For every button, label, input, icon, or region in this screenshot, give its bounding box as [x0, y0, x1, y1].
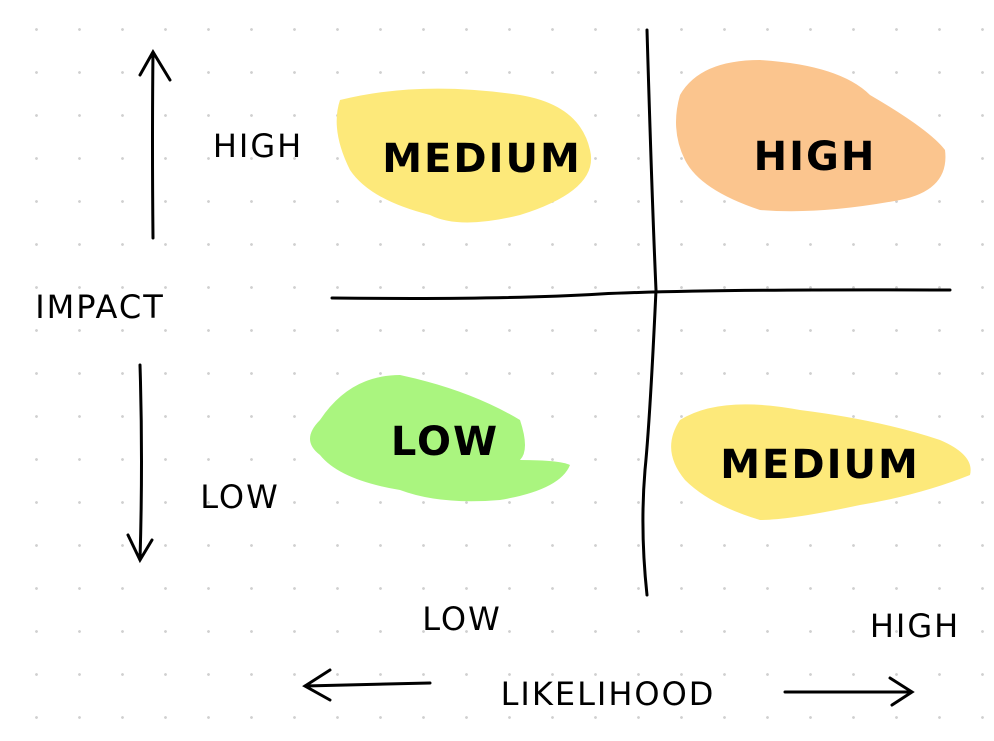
impact-axis-label: IMPACT: [35, 288, 165, 326]
quadrant-top-right-label: HIGH: [754, 134, 877, 180]
likelihood-high-label: HIGH: [870, 607, 960, 645]
horizontal-divider: [330, 288, 952, 300]
likelihood-left-arrow: [302, 668, 432, 702]
quadrant-top-left-highlight: [336, 88, 592, 223]
likelihood-right-arrow: [783, 676, 915, 707]
quadrant-bottom-right-highlight: [671, 404, 971, 520]
impact-high-label: HIGH: [213, 127, 303, 165]
quadrant-top-left-label: MEDIUM: [382, 136, 582, 182]
quadrant-bottom-left-label: LOW: [391, 419, 499, 465]
quadrant-bottom-right-label: MEDIUM: [720, 442, 920, 488]
quadrant-bottom-left-highlight: [310, 375, 570, 502]
impact-up-arrow: [138, 49, 172, 240]
vertical-divider: [641, 28, 658, 597]
impact-down-arrow: [126, 363, 154, 564]
impact-low-label: LOW: [200, 478, 280, 516]
likelihood-axis-label: LIKELIHOOD: [501, 675, 716, 713]
quadrant-top-right-highlight: [676, 60, 946, 212]
likelihood-low-label: LOW: [422, 600, 502, 638]
